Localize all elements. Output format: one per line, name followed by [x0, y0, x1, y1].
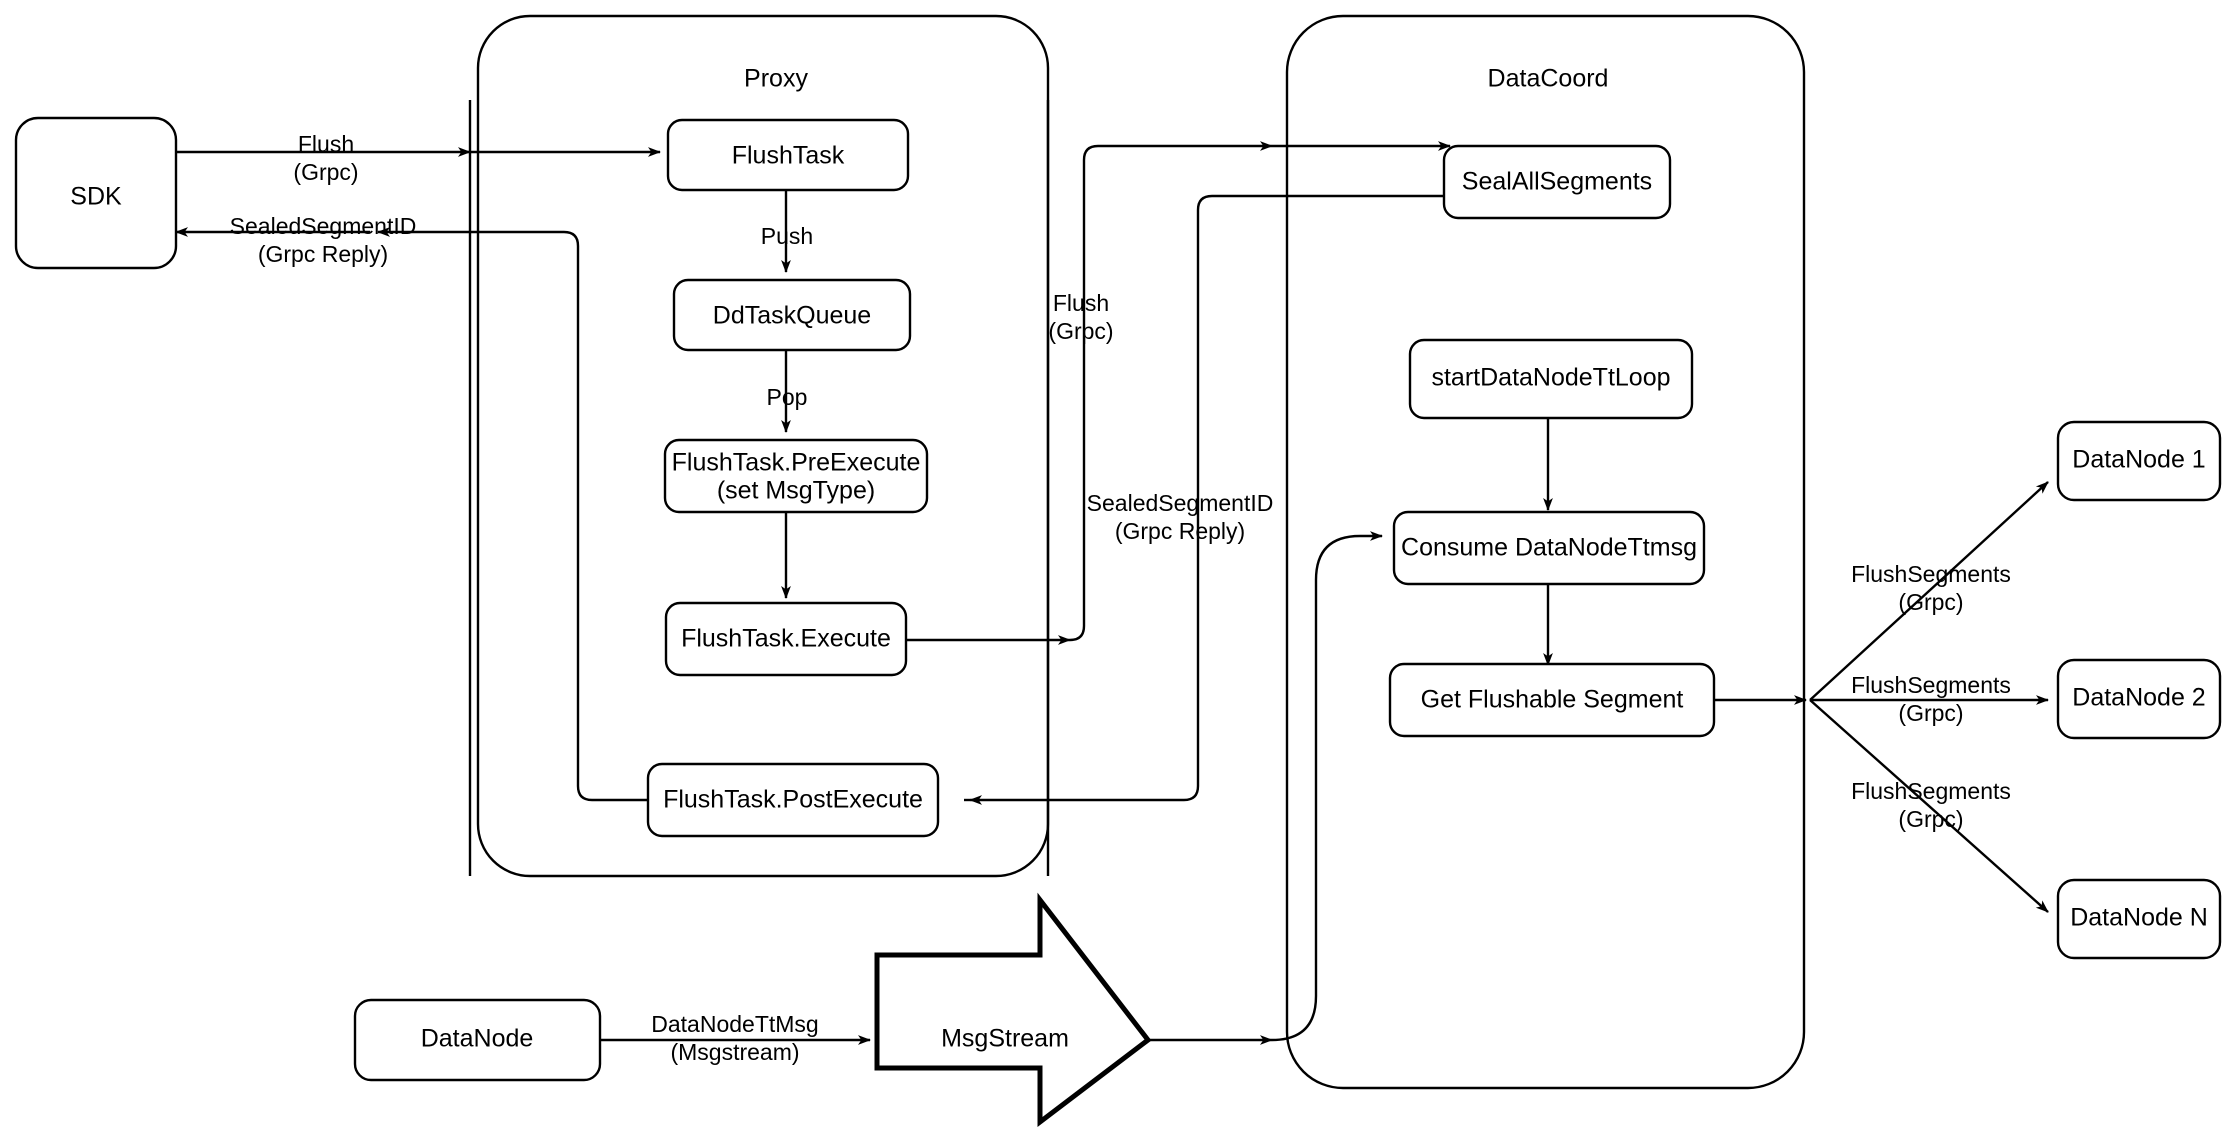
edge-hub-to-datanode-n	[1809, 699, 2049, 913]
group-datacoord: DataCoord	[1285, 14, 1806, 1090]
preexecute-box[interactable]	[663, 438, 929, 514]
dd-task-queue-label: DdTaskQueue	[713, 302, 871, 330]
node-datanode-1[interactable]: DataNode 1	[2056, 420, 2222, 502]
seal-all-segments-label: SealAllSegments	[1462, 168, 1652, 196]
dd-task-queue-box[interactable]	[672, 278, 912, 352]
node-datanode-2[interactable]: DataNode 2	[2056, 658, 2222, 740]
edge-label-flushsegments-1-line2: (Grpc)	[1898, 589, 1963, 615]
node-sdk[interactable]: SDK	[14, 116, 178, 270]
datanode-bottom-box[interactable]	[353, 998, 602, 1082]
datanode-1-box[interactable]	[2056, 420, 2222, 502]
edge-label-flush-grpc-line1: Flush	[298, 131, 354, 157]
node-get-flushable-segment[interactable]: Get Flushable Segment	[1388, 662, 1716, 738]
datanode-n-label: DataNode N	[2070, 904, 2208, 932]
preexecute-label-line2: (set MsgType)	[717, 477, 875, 505]
msgstream-label: MsgStream	[941, 1025, 1069, 1053]
edge-label-proxy-flush-grpc-line1: Flush	[1053, 290, 1109, 316]
flush-task-box[interactable]	[666, 118, 910, 192]
get-flushable-segment-box[interactable]	[1388, 662, 1716, 738]
consume-datanode-ttmsg-label: Consume DataNodeTtmsg	[1401, 534, 1697, 562]
edge-label-flushsegments-2-line1: FlushSegments	[1851, 672, 2011, 698]
sdk-box[interactable]	[14, 116, 178, 270]
msgstream-arrow-shape[interactable]	[874, 892, 1152, 1128]
edge-label-pop: Pop	[767, 384, 808, 410]
proxy-title: Proxy	[744, 65, 808, 93]
datacoord-container	[1285, 14, 1806, 1090]
execute-label: FlushTask.Execute	[681, 625, 891, 653]
flush-task-label: FlushTask	[732, 142, 845, 170]
edge-label-flushsegments-n-line1: FlushSegments	[1851, 778, 2011, 804]
edge-label-push: Push	[761, 223, 813, 249]
datanode-bottom-label: DataNode	[421, 1025, 534, 1053]
node-flushtask-execute[interactable]: FlushTask.Execute	[664, 601, 908, 677]
edge-label-datanodettmsg-line1: DataNodeTtMsg	[651, 1011, 818, 1037]
edge-label-datanodettmsg-line2: (Msgstream)	[670, 1039, 799, 1065]
execute-box[interactable]	[664, 601, 908, 677]
node-flushtask-preexecute[interactable]: FlushTask.PreExecute (set MsgType)	[663, 438, 929, 514]
edge-label-flushsegments-1-line1: FlushSegments	[1851, 561, 2011, 587]
node-start-datanode-ttloop[interactable]: startDataNodeTtLoop	[1408, 338, 1694, 420]
sdk-label: SDK	[70, 183, 122, 211]
edge-label-datacoord-reply-line1: SealedSegmentID	[1087, 490, 1274, 516]
edge-datacoord-to-consume	[1271, 531, 1383, 1042]
postexecute-label: FlushTask.PostExecute	[663, 786, 923, 814]
node-datanode-bottom[interactable]: DataNode	[353, 998, 602, 1082]
node-seal-all-segments[interactable]: SealAllSegments	[1442, 144, 1672, 220]
edge-label-proxy-flush-grpc-line2: (Grpc)	[1048, 318, 1113, 344]
edge-proxy-to-datacoord-flush	[1069, 141, 1273, 642]
node-flushtask-postexecute[interactable]: FlushTask.PostExecute	[646, 762, 940, 838]
node-consume-datanode-ttmsg[interactable]: Consume DataNodeTtmsg	[1392, 510, 1706, 586]
start-datanode-ttloop-label: startDataNodeTtLoop	[1431, 364, 1670, 392]
edge-hub-to-datanode-1	[1809, 481, 2049, 701]
edge-label-datacoord-reply-line2: (Grpc Reply)	[1115, 518, 1245, 544]
postexecute-box[interactable]	[646, 762, 940, 838]
preexecute-label-line1: FlushTask.PreExecute	[672, 449, 921, 477]
seal-all-segments-box[interactable]	[1442, 144, 1672, 220]
edge-label-flushsegments-2-line2: (Grpc)	[1898, 700, 1963, 726]
edge-label-flushsegments-n-line2: (Grpc)	[1898, 806, 1963, 832]
node-dd-task-queue[interactable]: DdTaskQueue	[672, 278, 912, 352]
edge-postexecute-to-reply	[377, 227, 648, 802]
node-flush-task[interactable]: FlushTask	[666, 118, 910, 192]
get-flushable-segment-label: Get Flushable Segment	[1421, 686, 1684, 714]
datanode-1-label: DataNode 1	[2072, 446, 2205, 474]
datanode-2-box[interactable]	[2056, 658, 2222, 740]
edge-label-flush-grpc-line2: (Grpc)	[293, 159, 358, 185]
node-datanode-n[interactable]: DataNode N	[2056, 878, 2222, 960]
datanode-n-box[interactable]	[2056, 878, 2222, 960]
consume-datanode-ttmsg-box[interactable]	[1392, 510, 1706, 586]
start-datanode-ttloop-box[interactable]	[1408, 338, 1694, 420]
edge-label-sealedsegmentid-reply-line1: SealedSegmentID	[230, 213, 417, 239]
edge-label-sealedsegmentid-reply-line2: (Grpc Reply)	[258, 241, 388, 267]
edge-datacoord-to-proxy-reply	[969, 194, 1450, 805]
datanode-2-label: DataNode 2	[2072, 684, 2205, 712]
node-msgstream[interactable]: MsgStream	[874, 892, 1152, 1128]
datacoord-title: DataCoord	[1488, 65, 1609, 93]
